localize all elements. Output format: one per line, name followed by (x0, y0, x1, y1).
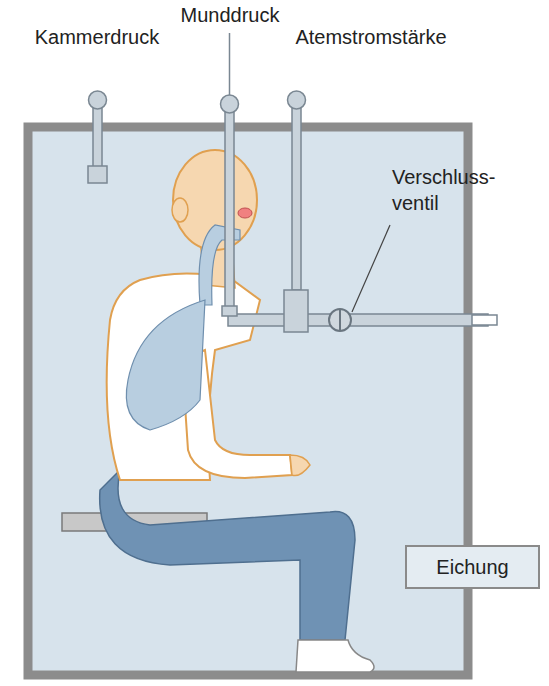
hand (290, 455, 310, 476)
ear (172, 198, 188, 222)
breathing-tube (228, 314, 488, 326)
part-label: Verschluss- ventil (392, 164, 522, 216)
part-label: Atemstromstärke (295, 24, 446, 50)
shutter-valve (329, 309, 351, 331)
mouth-pressure-port (222, 306, 237, 316)
valve-flap (339, 309, 341, 331)
pneumotachograph (284, 290, 308, 332)
pressure-sensor (88, 166, 107, 183)
box-text: Eichung (436, 556, 508, 579)
flow-tube (292, 100, 301, 290)
chamber-pressure-tube (93, 100, 102, 168)
gauge (288, 91, 306, 109)
shoe (296, 640, 374, 672)
part-label: Munddruck (181, 2, 280, 28)
torso (107, 273, 260, 480)
mouth-pressure-tube (225, 104, 234, 314)
gauge (89, 91, 107, 109)
lung (126, 300, 205, 430)
leader-line (229, 33, 231, 95)
nose-clip (238, 208, 252, 218)
legs (100, 470, 355, 640)
leader-line (352, 225, 390, 312)
gauge (221, 95, 239, 113)
calibration-box: Eichung (405, 545, 540, 589)
tube-outlet (472, 315, 497, 325)
part-label: Kammerdruck (35, 24, 159, 50)
